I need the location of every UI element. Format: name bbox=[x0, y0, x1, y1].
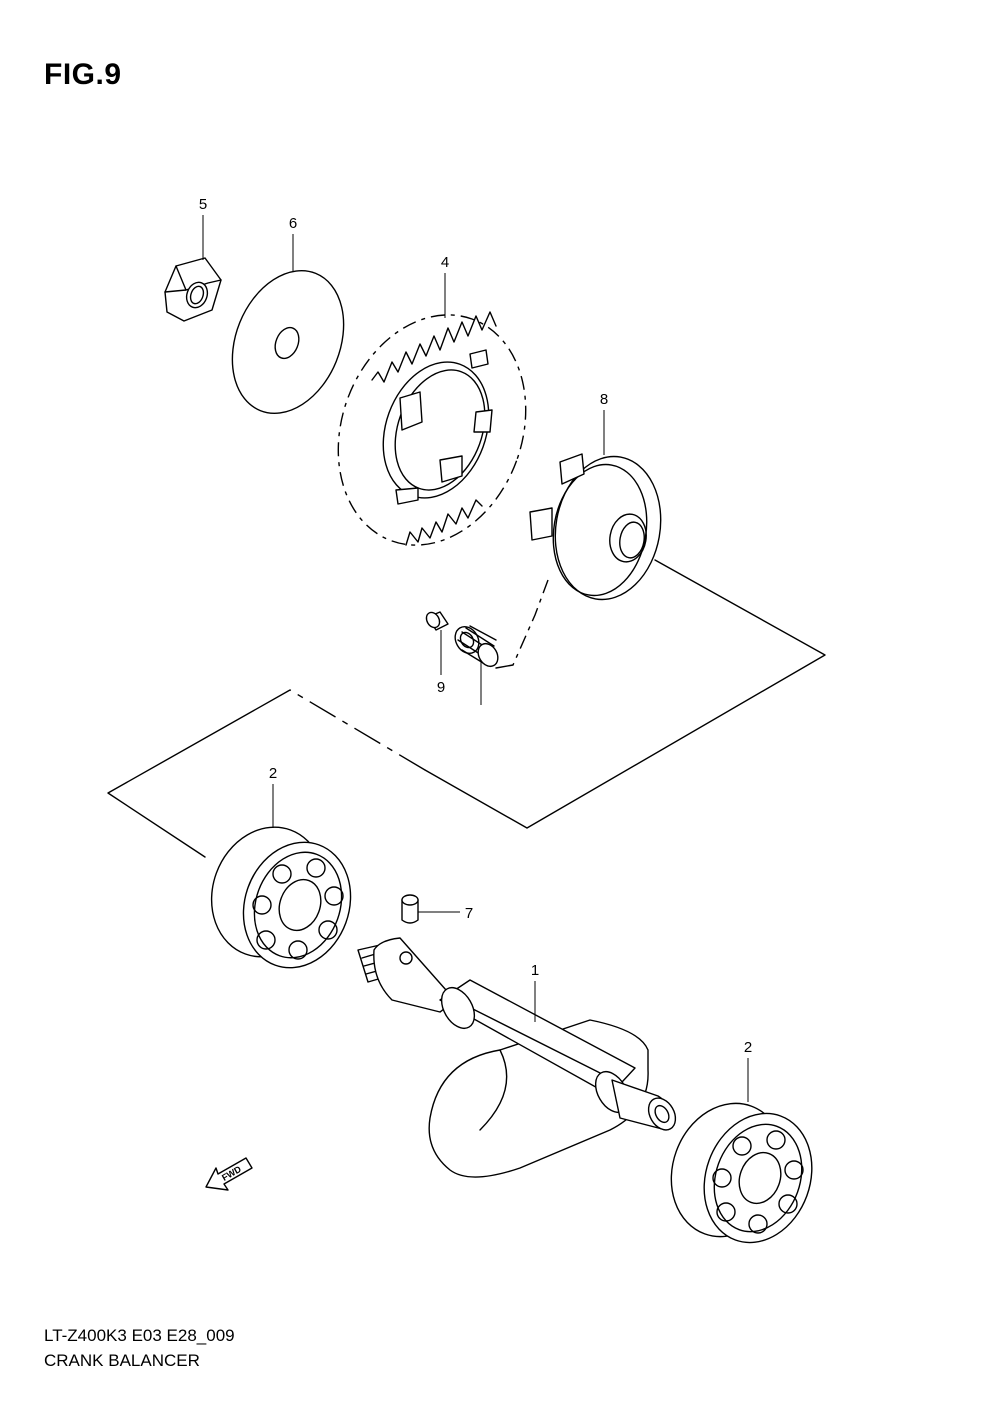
svg-text:2: 2 bbox=[269, 765, 277, 782]
bearing-right-part bbox=[670, 1102, 813, 1244]
callout-8: 9 bbox=[437, 630, 445, 696]
callout-2-right: 2 bbox=[744, 1039, 752, 1102]
nut-part bbox=[164, 257, 222, 322]
svg-text:2: 2 bbox=[744, 1039, 752, 1056]
svg-text:4: 4 bbox=[441, 254, 449, 271]
callout-5: 5 bbox=[199, 196, 207, 260]
gear-boss-part bbox=[529, 453, 662, 601]
key-part bbox=[401, 894, 419, 924]
pin-part bbox=[425, 611, 449, 631]
svg-text:9: 9 bbox=[437, 679, 445, 696]
callout-6: 6 bbox=[289, 215, 297, 272]
bearing-left-part bbox=[210, 826, 352, 969]
assembly-guide-lines bbox=[107, 559, 826, 858]
section-name: CRANK BALANCER bbox=[44, 1351, 200, 1370]
fwd-arrow-icon: FWD bbox=[205, 1157, 253, 1191]
model-code: LT-Z400K3 E03 E28_009 bbox=[44, 1326, 235, 1345]
callout-3: 4 bbox=[441, 254, 449, 318]
callouts: 5 6 4 8 9 2 7 1 2 bbox=[199, 196, 752, 1102]
svg-text:5: 5 bbox=[199, 196, 207, 213]
svg-text:7: 7 bbox=[465, 905, 473, 922]
svg-text:6: 6 bbox=[289, 215, 297, 232]
svg-text:8: 8 bbox=[600, 391, 608, 408]
callout-4: 7 bbox=[418, 905, 473, 922]
callout-1: 1 bbox=[531, 962, 539, 1022]
figure-title: FIG.9 bbox=[44, 58, 122, 91]
callout-7: 8 bbox=[600, 391, 608, 455]
washer-part bbox=[231, 269, 345, 415]
spring-part bbox=[454, 625, 499, 668]
svg-text:1: 1 bbox=[531, 962, 539, 979]
balancer-shaft-part bbox=[357, 937, 677, 1178]
callout-2-left: 2 bbox=[269, 765, 277, 828]
driven-gear-part bbox=[337, 311, 527, 546]
